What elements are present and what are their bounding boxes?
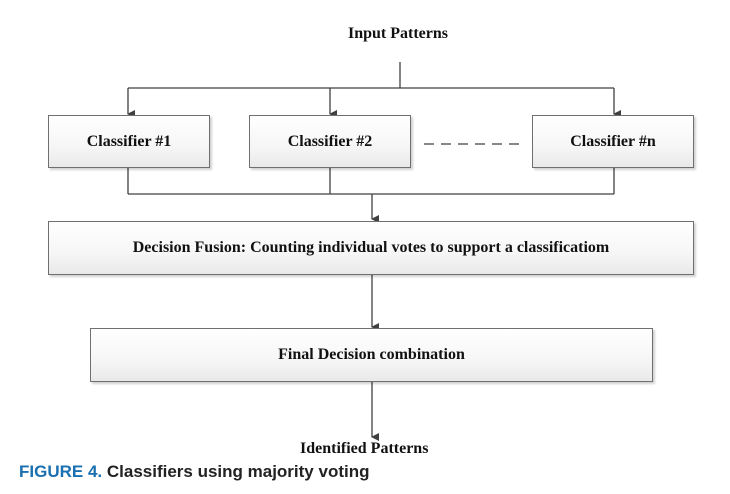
figure-caption: FIGURE 4. Classifiers using majority vot… [19, 462, 369, 482]
input-patterns-label: Input Patterns [348, 25, 449, 42]
figure-caption-text: Classifiers using majority voting [106, 462, 370, 481]
decision-fusion-box: Decision Fusion: Counting individual vot… [48, 221, 694, 275]
classifier-2-box: Classifier #2 [249, 115, 411, 168]
identified-patterns-label: Identified Patterns [300, 440, 429, 457]
final-decision-box: Final Decision combination [90, 328, 653, 382]
classifier-1-box: Classifier #1 [48, 115, 210, 168]
classifier-n-box: Classifier #n [532, 115, 694, 168]
figure-number: FIGURE 4. [19, 462, 103, 481]
